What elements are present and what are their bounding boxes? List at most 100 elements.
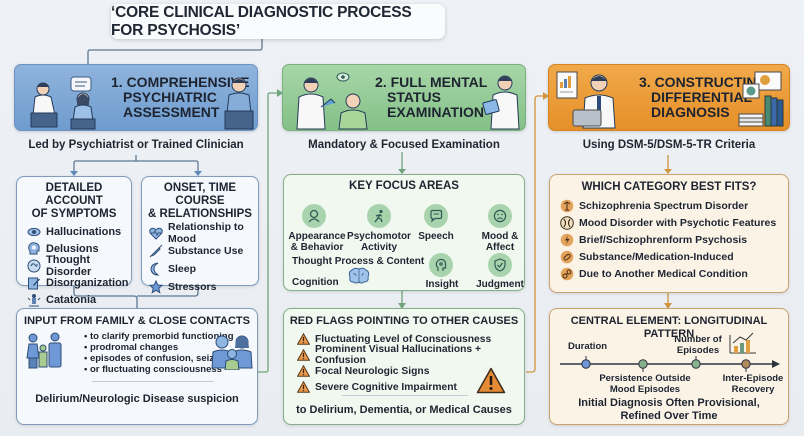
mood-icon — [560, 215, 574, 230]
books-charts-illustration — [738, 71, 784, 127]
clinician-clipboard-illustration — [482, 75, 520, 130]
spectrum-icon — [560, 199, 574, 213]
moon-icon — [149, 262, 163, 276]
key-focus-card: KEY FOCUS AREAS Appearance& Behavior Psy… — [283, 174, 525, 291]
family-icon — [26, 332, 62, 369]
family-bullet: • prodromal changes — [84, 342, 179, 353]
step2-header-line1: 2. FULL MENTAL — [375, 74, 488, 90]
category-item: Mood Disorder with Psychotic Features — [560, 214, 788, 231]
longitudinal-footer: Initial Diagnosis Often Provisional,Refi… — [578, 397, 760, 422]
longitudinal-card: CENTRAL ELEMENT: LONGITUDINAL PATTERN Du… — [549, 308, 789, 425]
symptom-item: Catatonia — [27, 291, 131, 308]
lightning-icon — [560, 233, 574, 247]
symptoms-title-line2: OF SYMPTOMS — [31, 208, 117, 220]
speech-bubble-icon — [424, 204, 448, 228]
step1-header-line2: PSYCHIATRIC — [123, 89, 217, 105]
timeline-point — [638, 359, 648, 369]
family-bullet: • to clarify premorbid functioning — [84, 331, 234, 342]
large-warning-icon — [476, 367, 506, 394]
focus-label-appearance: Appearance& Behavior — [288, 231, 346, 253]
brain-icon — [348, 267, 370, 284]
clinician-examination-illustration — [296, 72, 368, 130]
step3-header-line3: DIAGNOSIS — [651, 104, 730, 120]
eye-icon — [27, 225, 41, 239]
category-item: Schizophrenia Spectrum Disorder — [560, 197, 788, 214]
timeline-point — [741, 359, 751, 369]
category-title: WHICH CATEGORY BEST FITS? — [581, 181, 757, 193]
step2-header-line2: STATUS — [387, 89, 441, 105]
page-title: ‘CORE CLINICAL DIAGNOSTIC PROCESS FOR PS… — [111, 4, 445, 39]
shield-check-icon — [488, 253, 512, 277]
longitudinal-title: CENTRAL ELEMENT: LONGITUDINAL PATTERN — [570, 315, 768, 340]
red-flags-footer: to Delirium, Dementia, or Medical Causes — [296, 404, 512, 416]
warning-icon — [296, 380, 310, 394]
person-icon — [302, 204, 326, 228]
warning-icon — [296, 348, 310, 362]
edit-document-icon — [27, 276, 41, 290]
symptoms-card: DETAILED ACCOUNT OF SYMPTOMS Hallucinati… — [16, 176, 132, 306]
step1-header-line1: 1. COMPREHENSIVE — [111, 74, 250, 90]
family-bullet: • episodes of confusion, seizures, — [84, 353, 237, 364]
head-brain-icon — [429, 253, 453, 277]
onset-item: Stressors — [149, 278, 258, 296]
family-footer: Delirium/Neurologic Disease suspicion — [35, 393, 239, 405]
step1-header: 1. COMPREHENSIVE PSYCHIATRIC ASSESSMENT — [14, 64, 258, 131]
step2-subtitle: Mandatory & Focused Examination — [308, 139, 500, 151]
red-flag-item: Fluctuating Level of Consciousness — [296, 331, 524, 347]
category-card: WHICH CATEGORY BEST FITS? Schizophrenia … — [549, 174, 789, 293]
step3-subtitle: Using DSM-5/DSM-5-TR Criteria — [582, 139, 756, 151]
timeline-label-duration: Duration — [568, 341, 608, 352]
onset-item: Substance Use — [149, 242, 258, 260]
step3-header-line1: 3. CONSTRUCTING — [639, 74, 768, 90]
star-icon — [149, 280, 163, 294]
step2-header-line3: EXAMINATION — [387, 104, 484, 120]
head-thought-icon — [27, 241, 41, 256]
patient-illustration — [224, 77, 254, 130]
onset-title-line2: & RELATIONSHIPS — [148, 208, 252, 220]
category-item: Brief/Schizophrenform Psychosis — [560, 231, 788, 248]
onset-card: ONSET, TIME COURSE & RELATIONSHIPS Relat… — [141, 176, 259, 294]
timeline-point — [581, 359, 591, 369]
timeline-point — [691, 359, 701, 369]
red-flag-item: Focal Neurologic Signs — [296, 363, 524, 379]
step1-header-line3: ASSESSMENT — [123, 104, 220, 120]
focus-label-cognition: Cognition — [292, 277, 339, 288]
step1-subtitle: Led by Psychiatrist or Trained Clinician — [28, 139, 244, 151]
family-bullet: • or fluctuating consciousness — [84, 364, 222, 375]
timeline-arrow — [772, 360, 780, 368]
onset-item: Sleep — [149, 260, 258, 278]
onset-title-line1: ONSET, TIME COURSE — [163, 182, 237, 207]
pill-icon — [560, 250, 574, 264]
family-bullets: • to clarify premorbid functioning • pro… — [84, 331, 237, 375]
warning-icon — [296, 332, 310, 346]
medical-icon — [560, 267, 574, 281]
symptom-item: Disorganization — [27, 274, 131, 291]
focus-label-judgment: Judgment — [476, 279, 524, 290]
key-focus-title: KEY FOCUS AREAS — [349, 180, 459, 192]
focus-label-insight: Insight — [425, 279, 459, 290]
category-item: Due to Another Medical Condition — [560, 265, 788, 282]
family-divider — [92, 381, 214, 382]
step3-header: 3. CONSTRUCTING DIFFERENTIAL DIAGNOSIS — [548, 64, 790, 131]
red-flags-title: RED FLAGS POINTING TO OTHER CAUSES — [289, 315, 519, 327]
red-flag-item: Prominent Visual Hallucinations + Confus… — [296, 344, 524, 366]
running-figure-icon — [367, 204, 391, 228]
trend-chart-icon — [729, 332, 756, 354]
red-flags-card: RED FLAGS POINTING TO OTHER CAUSES Fluct… — [283, 308, 525, 425]
clinician-patient-illustration — [30, 76, 96, 130]
frozen-figure-icon — [27, 293, 41, 307]
step2-header: 2. FULL MENTAL STATUS EXAMINATION — [282, 64, 526, 131]
timeline — [560, 332, 780, 372]
sad-face-icon — [488, 204, 512, 228]
focus-label-mood: Mood &Affect — [481, 231, 519, 253]
symptom-item: Hallucinations — [27, 223, 131, 240]
symptoms-title-line1: DETAILED ACCOUNT — [45, 182, 103, 207]
red-flags-divider — [342, 395, 468, 396]
family-title: INPUT FROM FAMILY & CLOSE CONTACTS — [24, 315, 250, 327]
step3-header-line2: DIFFERENTIAL — [651, 89, 753, 105]
category-item: Substance/Medication-Induced — [560, 248, 788, 265]
tangled-brain-icon — [27, 259, 41, 273]
focus-label-speech: Speech — [418, 231, 454, 242]
